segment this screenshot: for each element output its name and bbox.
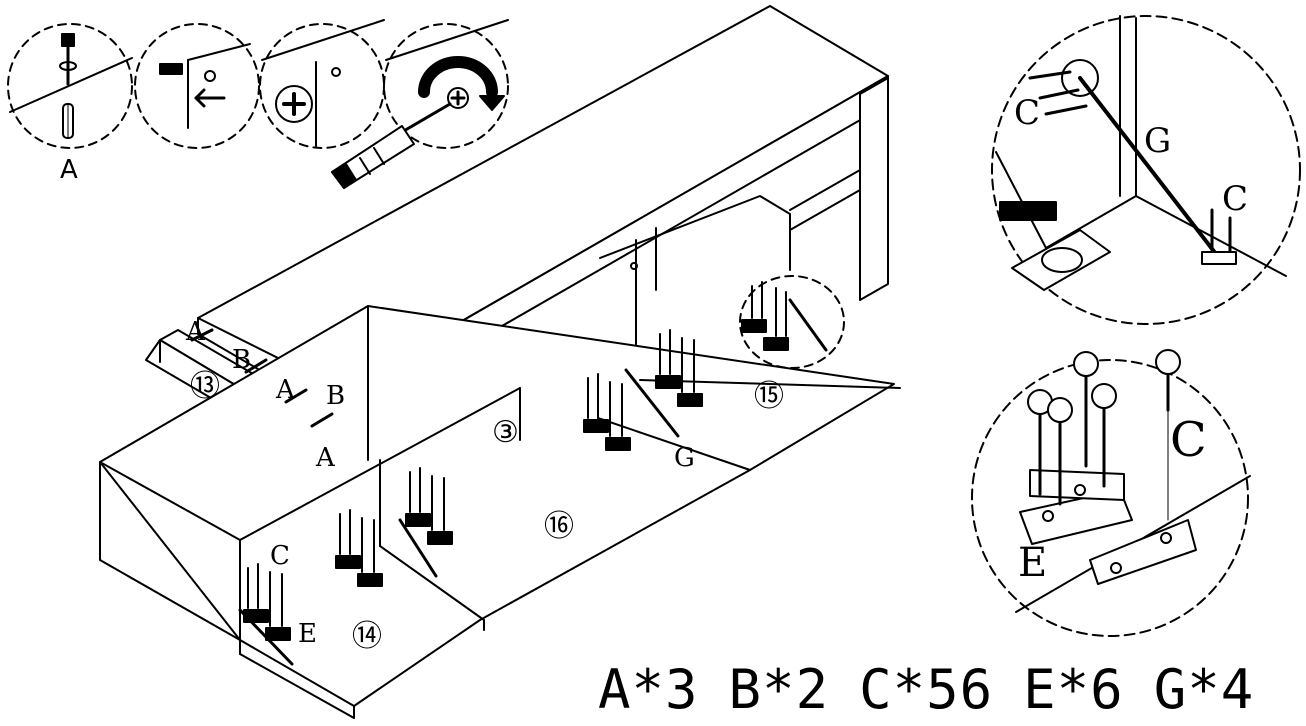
hinge-cluster-left [398, 467, 453, 578]
label-a-bottom: A [315, 443, 336, 473]
cam-lock-detail-circle [259, 19, 385, 149]
hinge-cluster-front-left [238, 563, 294, 666]
label-c-zoom-top: C [1014, 93, 1040, 133]
hinge-cluster-back-right [741, 281, 828, 352]
screw-icons [1028, 70, 1232, 258]
label-e-main: E [298, 619, 317, 649]
parts-list-item: G*4 [1153, 658, 1255, 721]
hinge-assembly-icon [1019, 469, 1197, 585]
hinge-cluster-left-middle [335, 509, 383, 587]
parts-list: A*3 B*2 C*56 E*6 G*4 [598, 655, 1298, 725]
label-g-main: G [674, 443, 695, 473]
parts-list-item: C*56 [859, 658, 994, 721]
panel-number-14: ⑭ [352, 619, 382, 654]
cam-bolt-icon [59, 33, 77, 86]
screwdriver-icon [331, 102, 452, 189]
cam-bolt-icon [159, 63, 183, 75]
zoom-circle-top-right [991, 15, 1301, 325]
label-c-main: C [270, 541, 290, 571]
cabinet-back-panel [599, 169, 861, 361]
label-a-top: A [185, 317, 206, 347]
parts-list-item: E*6 [1023, 658, 1124, 721]
dowel-icon [62, 103, 74, 139]
label-c-zoom-hinge: C [1170, 412, 1207, 468]
screw-icons [1027, 349, 1181, 506]
label-b-left: B [232, 345, 251, 375]
hinge-cluster-middle [583, 368, 680, 451]
label-e-zoom-hinge: E [1018, 540, 1047, 586]
panel-number-16: ⑯ [544, 509, 574, 544]
cabinet-side-panel-right [859, 77, 889, 301]
panel-number-15: ⑮ [754, 379, 784, 414]
label-a-mid: A [275, 375, 296, 405]
arrow-left-icon [194, 88, 226, 108]
screwdriver-detail-circle [383, 19, 509, 149]
hinge-plate-icon [999, 201, 1111, 291]
panel-number-3: ③ [492, 415, 519, 450]
label-c-zoom-right: C [1222, 179, 1248, 219]
rotate-clockwise-icon [418, 56, 505, 111]
parts-list-item: B*2 [728, 658, 830, 721]
cam-lock-icon [275, 85, 313, 123]
drawer-dowels [190, 328, 334, 428]
zoom-indicator-circle [739, 275, 845, 369]
label-g-zoom: G [1144, 121, 1171, 161]
insert-detail-circle [134, 23, 260, 149]
zoom-circle-bottom-right [971, 349, 1251, 637]
parts-list-item: A*3 [598, 658, 699, 721]
connector-plate-icon [1061, 59, 1218, 256]
panel-number-13: ⑬ [190, 369, 220, 404]
hinge-cluster-middle-right [655, 329, 703, 407]
dowel-detail-circle [7, 23, 133, 149]
label-dowel-detail: A [60, 155, 78, 185]
label-b-right: B [326, 381, 345, 411]
